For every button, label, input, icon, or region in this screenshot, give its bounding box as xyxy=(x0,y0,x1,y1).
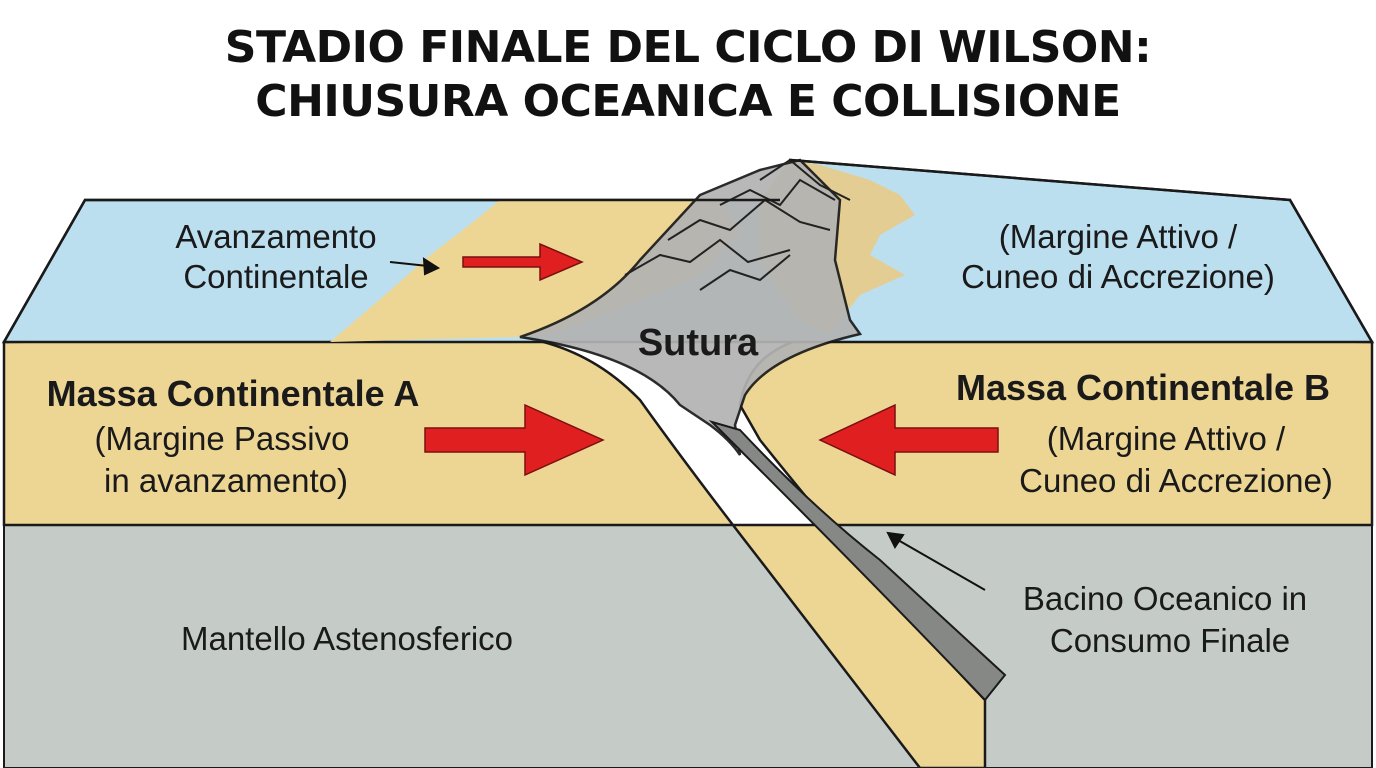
continent-a-surface xyxy=(330,200,740,342)
diagram-title-line-1: STADIO FINALE DEL CICLO DI WILSON: xyxy=(225,22,1151,73)
label-margine-attivo-top-line-2: Cuneo di Accrezione) xyxy=(961,258,1275,295)
label-massa-b-line-1: (Margine Attivo / xyxy=(1047,420,1286,457)
diagram-title-line-2: CHIUSURA OCEANICA E COLLISIONE xyxy=(255,76,1120,127)
leader-arrows xyxy=(389,257,986,591)
label-bacino-line-2: Consumo Finale xyxy=(1050,622,1290,659)
label-mantello: Mantello Astenosferico xyxy=(181,620,513,657)
arrow-left-crust xyxy=(818,403,999,477)
oceanic-slab xyxy=(708,419,1007,702)
label-bacino-line-1: Bacino Oceanico in xyxy=(1023,580,1307,617)
label-sutura: Sutura xyxy=(638,322,759,364)
label-margine-attivo-top-line-1: (Margine Attivo / xyxy=(999,218,1238,255)
motion-arrows xyxy=(424,242,999,477)
arrow-right-crust xyxy=(424,403,605,477)
label-massa-b: Massa Continentale B xyxy=(956,367,1330,408)
label-avanzamento-line-1: Avanzamento xyxy=(175,218,376,255)
label-massa-a-line-2: in avanzamento) xyxy=(104,462,348,499)
mountain-ridges xyxy=(624,158,851,291)
suture-zone xyxy=(519,158,863,456)
label-avanzamento-line-2: Continentale xyxy=(183,258,368,295)
block-edges xyxy=(2,158,1374,343)
mantle-layer xyxy=(3,524,1373,768)
label-massa-a-line-1: (Margine Passivo xyxy=(95,420,350,457)
label-massa-b-line-2: Cuneo di Accrezione) xyxy=(1019,462,1333,499)
label-massa-a: Massa Continentale A xyxy=(47,373,420,414)
arrow-right-surface xyxy=(462,242,584,282)
